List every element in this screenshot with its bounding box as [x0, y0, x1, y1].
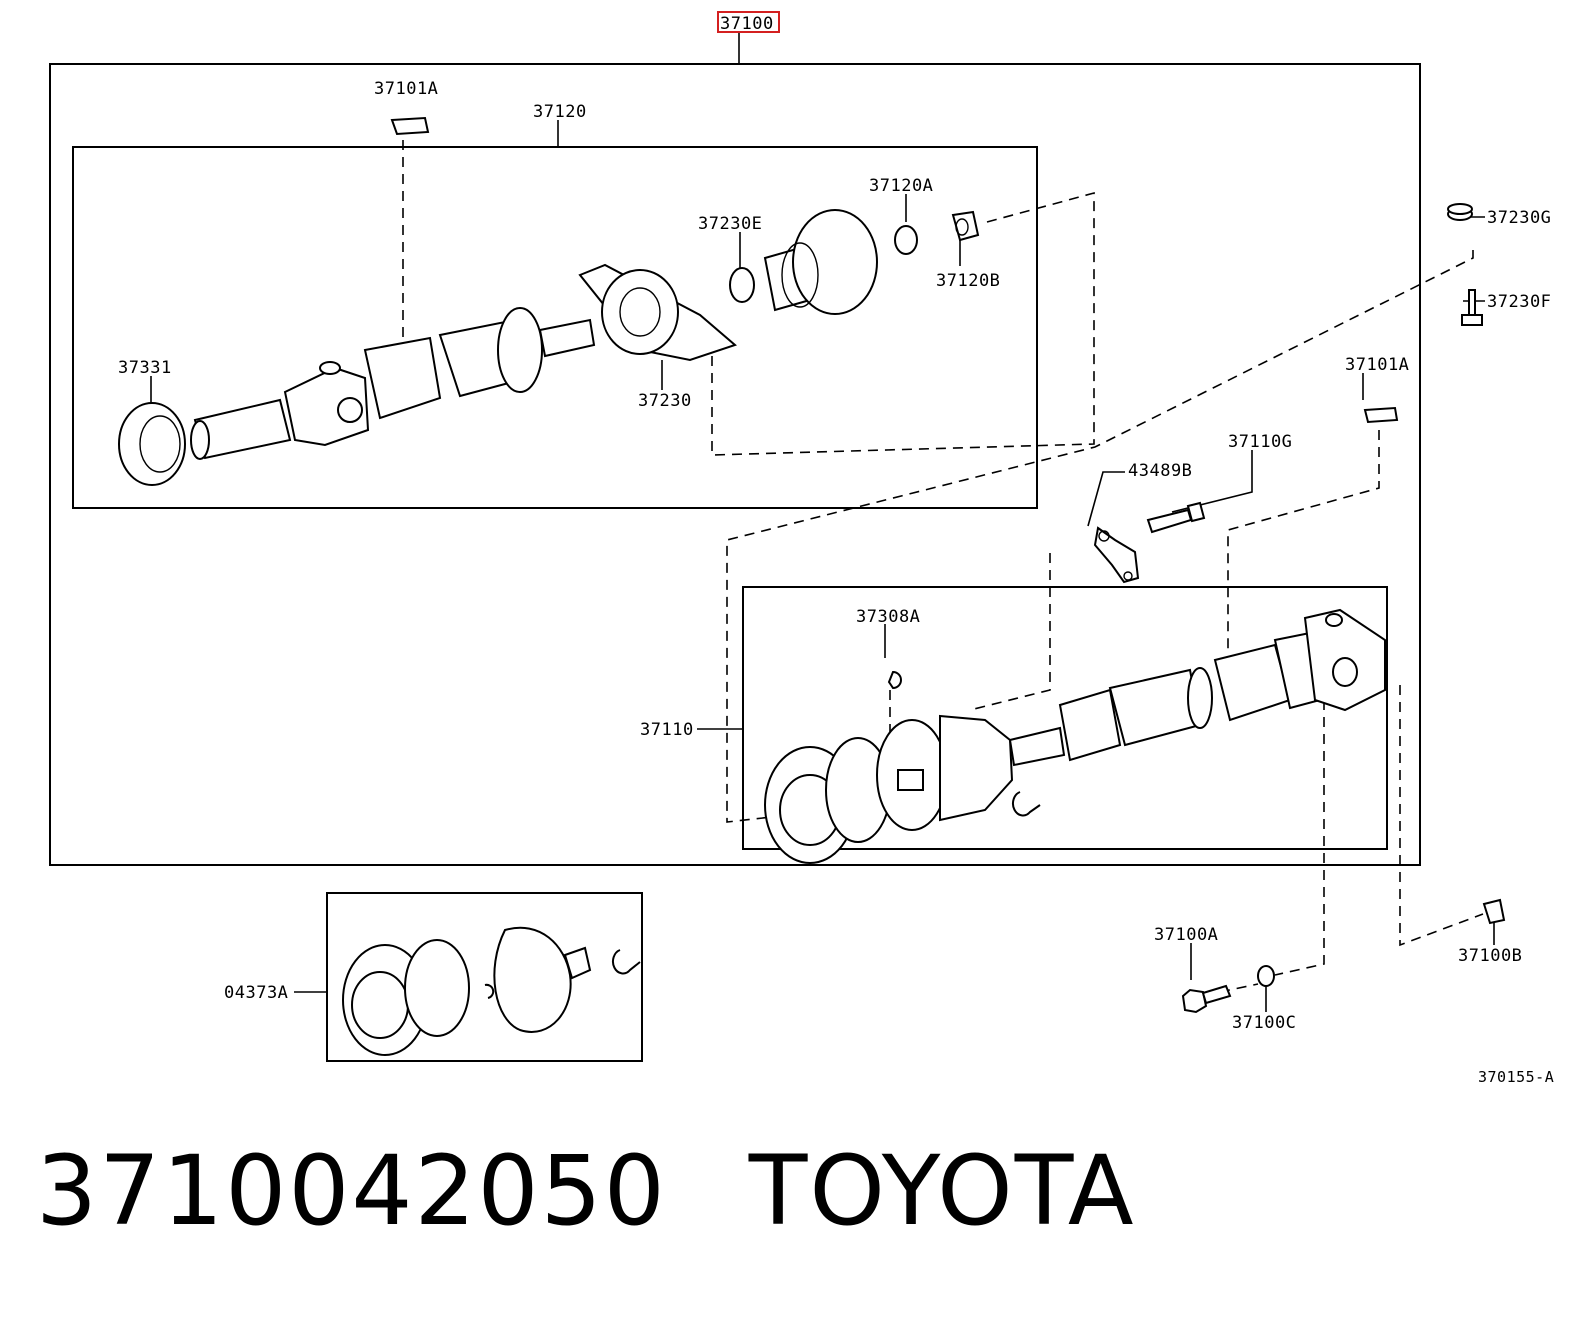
bolt-icon	[1146, 508, 1193, 534]
front-shaft-parts	[118, 116, 980, 486]
callout-37110: 37110	[640, 720, 694, 740]
callout-37100C: 37100C	[1232, 1013, 1296, 1033]
clip-icon	[887, 670, 902, 690]
callout-43489B: 43489B	[1128, 461, 1192, 481]
callout-37120B: 37120B	[936, 271, 1000, 291]
callout-37120A: 37120A	[869, 176, 933, 196]
callout-labels: 37100 37101A 37120 37120A 37230E 37120B …	[118, 14, 1554, 1086]
callout-37331: 37331	[118, 358, 172, 378]
callout-37308A: 37308A	[856, 607, 920, 627]
rear-shaft-parts	[764, 608, 1386, 864]
clip-icon	[484, 983, 495, 999]
highlight-box	[717, 11, 780, 33]
lock-plate-icon	[1093, 526, 1140, 584]
boot-clamp-icon	[612, 949, 641, 975]
callout-37230E: 37230E	[698, 214, 762, 234]
bracket-hardware	[1093, 203, 1483, 584]
washer-icon	[1257, 965, 1275, 987]
center-bearing-icon	[601, 269, 679, 355]
callout-37101A-top: 37101A	[374, 79, 438, 99]
oil-seal-icon	[118, 402, 186, 486]
stub-shaft-icon	[193, 398, 292, 460]
callout-37100: 37100	[720, 14, 774, 34]
front-shaft-frame	[72, 146, 1038, 509]
part-number: 3710042050	[36, 1135, 667, 1247]
callout-37230F: 37230F	[1487, 292, 1551, 312]
bolt-icon	[1468, 289, 1476, 316]
callout-37120: 37120	[533, 102, 587, 122]
nut-icon	[1482, 898, 1506, 925]
bolt-icon	[1181, 988, 1208, 1014]
callout-37100B: 37100B	[1458, 946, 1522, 966]
cv-boot-icon	[493, 926, 572, 1033]
boot-clamp-icon	[1012, 791, 1041, 817]
footer-title: 3710042050 TOYOTA	[36, 1135, 1136, 1247]
balance-weight-icon	[390, 116, 430, 136]
shaft-tube-icon	[1008, 726, 1066, 767]
callout-37110G: 37110G	[1228, 432, 1292, 452]
rear-shaft-frame	[742, 586, 1388, 850]
drawing-code: 370155-A	[1478, 1068, 1554, 1086]
callout-37101A-right: 37101A	[1345, 355, 1409, 375]
callout-37100A: 37100A	[1154, 925, 1218, 945]
callout-37230: 37230	[638, 391, 692, 411]
shaft-tube-icon	[363, 336, 442, 420]
callout-04373A: 04373A	[224, 983, 288, 1003]
bottom-hardware	[1181, 898, 1506, 1014]
snap-ring-icon	[729, 267, 755, 303]
callout-37230G: 37230G	[1487, 208, 1551, 228]
nut-icon	[951, 210, 980, 242]
assembly-frame	[49, 63, 1421, 866]
washer-icon	[894, 225, 918, 255]
boot-kit-parts	[342, 926, 641, 1056]
gasket-icon	[404, 939, 470, 1037]
spline-icon	[538, 318, 596, 358]
balance-weight-icon	[1363, 406, 1399, 424]
boot-kit-frame	[326, 892, 643, 1062]
cv-boot-icon	[939, 714, 1014, 822]
brand-name: TOYOTA	[748, 1135, 1136, 1247]
